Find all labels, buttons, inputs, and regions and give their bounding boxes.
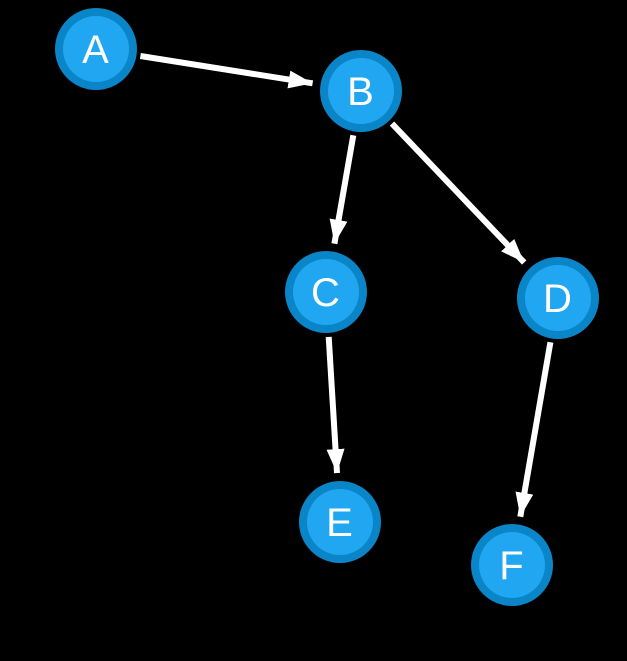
- graph-node-A[interactable]: A: [55, 8, 137, 90]
- node-body[interactable]: [328, 58, 394, 124]
- node-label-D: D: [543, 277, 573, 321]
- node-label-A: A: [82, 28, 110, 72]
- node-body[interactable]: [293, 259, 359, 325]
- edge-D-F: [515, 341, 554, 518]
- node-label-B: B: [347, 70, 375, 114]
- node-body[interactable]: [479, 532, 545, 598]
- nodes-layer: A B C D E F: [55, 8, 599, 606]
- graph-node-E[interactable]: E: [299, 481, 381, 563]
- edge-C-E: [325, 336, 345, 474]
- edge-B-D: [389, 121, 527, 265]
- graph-node-C[interactable]: C: [285, 251, 367, 333]
- graph-node-F[interactable]: F: [471, 524, 553, 606]
- edges-layer: [139, 53, 554, 518]
- node-label-C: C: [311, 271, 341, 315]
- graph-node-D[interactable]: D: [517, 257, 599, 339]
- edge-A-B: [139, 53, 314, 89]
- edge-B-C: [329, 134, 357, 245]
- graph-node-B[interactable]: B: [320, 50, 402, 132]
- node-body[interactable]: [307, 489, 373, 555]
- node-label-E: E: [326, 501, 354, 545]
- node-body[interactable]: [63, 16, 129, 82]
- node-label-F: F: [499, 544, 524, 588]
- node-body[interactable]: [525, 265, 591, 331]
